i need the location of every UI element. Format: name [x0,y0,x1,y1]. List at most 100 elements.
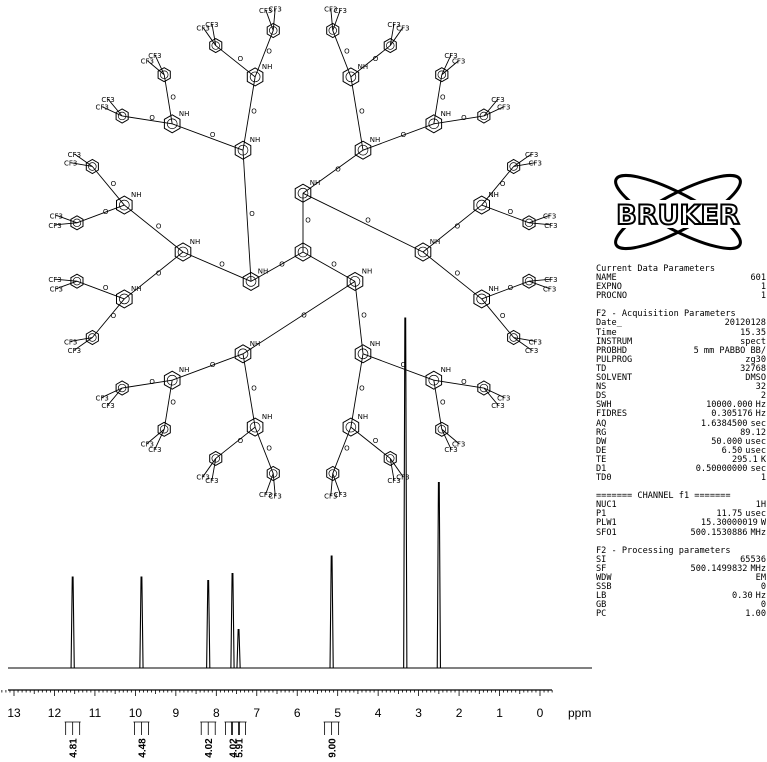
param-value: 32768 [740,363,766,374]
benzene-ring [477,108,491,124]
integral-bracket [65,722,81,735]
svg-text:O: O [344,48,350,56]
x-tick-label: 4 [375,706,382,720]
benzene-ring [246,417,264,437]
svg-text:CF3: CF3 [101,402,114,410]
svg-text:CF3: CF3 [259,491,272,499]
param-key: SOLVENT [596,373,633,384]
svg-text:O: O [251,108,257,116]
x-tick-label: 9 [173,706,180,720]
benzene-ring [116,289,133,309]
svg-text:NH: NH [441,110,452,118]
x-tick-label: 13 [7,706,21,720]
param-row: Date_20120128 [596,319,766,328]
param-value: 1 [760,291,766,302]
benzene-ring [383,38,397,54]
svg-text:O: O [266,48,272,56]
svg-text:NH: NH [262,413,273,421]
integral-label: 5.91 [235,738,246,758]
param-value: 20120128 [724,318,766,329]
svg-text:CF3: CF3 [48,222,61,230]
benzene-ring [342,67,360,87]
svg-text:NH: NH [488,191,499,199]
svg-text:NH: NH [131,191,142,199]
peak [403,317,408,669]
benzene-ring [425,114,443,134]
svg-text:O: O [361,312,367,320]
param-value: 500.1499832 [690,563,748,574]
param-key: GB [596,600,607,611]
benzene-ring [414,242,432,262]
benzene-ring [294,242,312,262]
svg-text:NH: NH [370,136,381,144]
integral-label: 4.48 [137,738,148,758]
benzene-ring [157,421,171,437]
param-row: GB 0 [596,601,766,610]
param-value: 0 [760,600,766,611]
svg-text:CF3: CF3 [259,7,272,15]
param-value: 89.12 [740,427,766,438]
param-key: DE [596,445,607,456]
benzene-ring [85,329,99,346]
benzene-ring [70,215,84,231]
benzene-ring [163,114,181,134]
integral-bracket [225,722,240,735]
svg-text:CF3: CF3 [396,25,409,33]
svg-text:O: O [249,210,255,218]
svg-text:CF3: CF3 [101,96,114,104]
param-key: INSTRUM [596,336,633,347]
svg-text:CF3: CF3 [196,473,209,481]
svg-text:NH: NH [179,110,190,118]
integral-bracket [200,722,216,735]
param-unit: K [760,454,766,465]
integral-bracket [231,722,246,735]
svg-text:O: O [111,180,117,188]
svg-text:O: O [508,284,514,292]
svg-text:CF3: CF3 [68,151,81,159]
param-key: SF [596,563,607,574]
svg-text:CF3: CF3 [525,347,538,355]
svg-text:CF3: CF3 [396,473,409,481]
svg-text:CF3: CF3 [64,338,77,346]
x-tick-label: 7 [253,706,260,720]
param-value: 0.305176 [711,409,753,420]
svg-text:CF3: CF3 [497,394,510,402]
svg-text:CF3: CF3 [444,52,457,60]
current-params-heading: Current Data Parameters [596,264,715,274]
svg-text:O: O [401,361,407,369]
svg-text:O: O [238,437,244,445]
svg-text:CF3: CF3 [48,276,61,284]
param-unit: MHz [750,527,766,538]
param-unit: sec [750,463,766,474]
svg-text:O: O [335,166,341,174]
benzene-ring [234,344,252,364]
svg-text:CF3: CF3 [148,446,161,454]
benzene-ring [354,140,372,160]
param-unit: sec [750,418,766,429]
benzene-ring [234,140,252,160]
param-value: 11.75 [716,509,743,520]
param-value: 1.6384500 [700,418,748,429]
svg-text:NH: NH [250,340,261,348]
svg-text:CF3: CF3 [68,347,81,355]
param-key: NAME [596,273,617,284]
svg-text:NH: NH [258,267,269,275]
svg-text:O: O [170,93,176,101]
svg-text:O: O [210,361,216,369]
svg-text:CF3: CF3 [497,104,510,112]
svg-text:CF3: CF3 [324,6,337,14]
param-value: DMSO [745,373,766,384]
param-unit: MHz [750,563,766,574]
